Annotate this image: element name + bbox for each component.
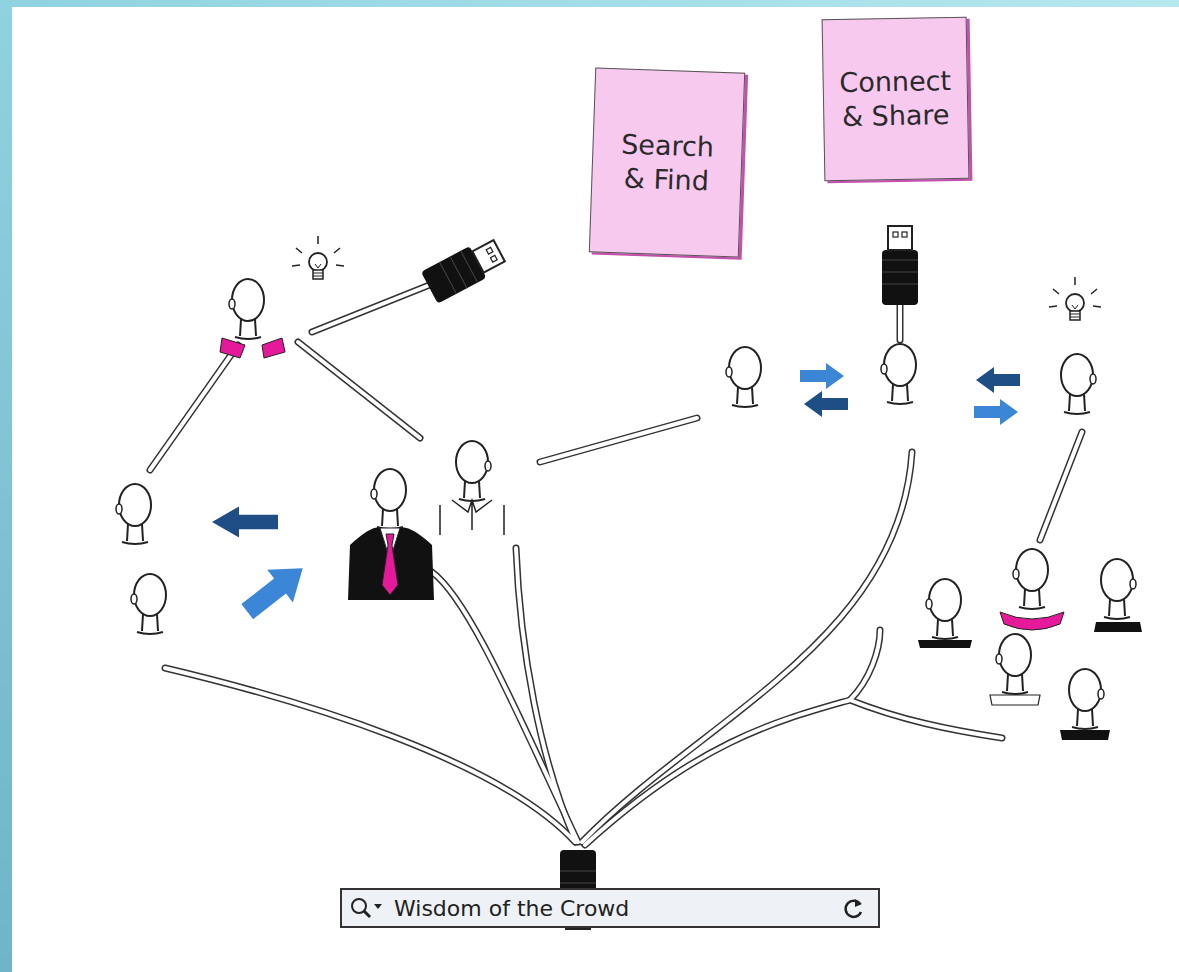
search-bar: Wisdom of the Crowd — [340, 888, 880, 928]
sticky-note: Connect & Share — [822, 17, 970, 182]
note-text: Connect & Share — [839, 64, 952, 133]
search-text: Wisdom of the Crowd — [394, 896, 629, 921]
sticky-note: Search & Find — [589, 67, 745, 257]
search-icon — [348, 894, 388, 924]
note-text: Search & Find — [619, 127, 714, 198]
refresh-icon — [840, 895, 868, 923]
frame-strip — [0, 0, 1179, 7]
frame-strip — [0, 0, 12, 972]
